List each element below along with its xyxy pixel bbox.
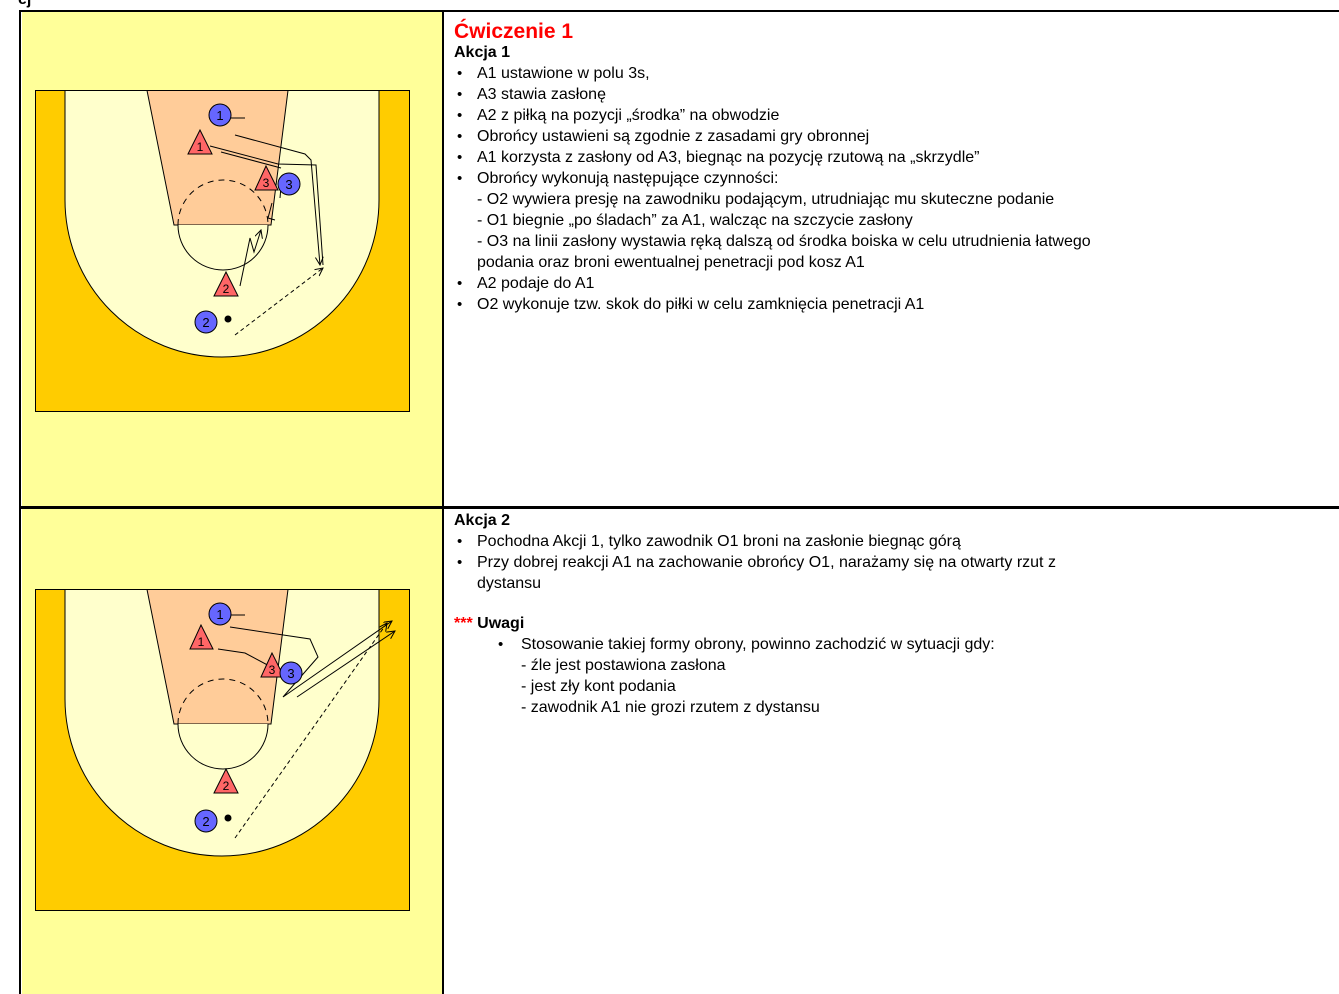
- defender-1: 1: [189, 623, 214, 650]
- movement-o3: [267, 202, 276, 221]
- free-throw-circle-dashed: [177, 179, 269, 226]
- svg-text:3: 3: [269, 663, 276, 677]
- ball: [224, 315, 232, 323]
- notes-list: Stosowanie takiej formy obrony, powinno …: [454, 634, 1056, 655]
- list-item: A3 stawia zasłonę: [454, 84, 1091, 105]
- action2-heading: Akcja 2: [454, 512, 511, 529]
- defender-3: 3: [260, 651, 285, 678]
- notes-sub-item: - jest zły kont podania: [521, 678, 676, 695]
- movement-a1-b: [296, 631, 395, 698]
- svg-text:2: 2: [202, 315, 209, 330]
- free-throw-circle: [177, 723, 269, 770]
- sub-item: - O3 na linii zasłony wystawia ręką dals…: [477, 233, 1091, 250]
- table-border-row: [19, 506, 1339, 509]
- svg-text:1: 1: [216, 108, 223, 123]
- defender-2: 2: [213, 767, 239, 794]
- table-border-left: [19, 10, 21, 994]
- svg-text:1: 1: [216, 607, 223, 622]
- defender-2: 2: [213, 270, 239, 297]
- defender-1: 1: [187, 128, 213, 155]
- svg-text:2: 2: [223, 282, 230, 296]
- attacker-2: 2: [194, 310, 218, 334]
- table-border-top: [19, 10, 1339, 12]
- diagram-cell-action2: 1 1 3 3 2 2: [22, 509, 442, 994]
- svg-text:3: 3: [263, 176, 270, 190]
- attacker-1: 1: [208, 103, 232, 127]
- list-item: Przy dobrej reakcji A1 na zachowanie obr…: [454, 552, 1056, 573]
- attacker-2: 2: [194, 809, 218, 833]
- action2-list: Pochodna Akcji 1, tylko zawodnik O1 bron…: [454, 531, 1056, 573]
- action1-heading: Akcja 1: [454, 44, 511, 61]
- court-diagram-action2: 1 1 3 3 2 2: [35, 589, 410, 911]
- cropped-top-text: ej: [0, 0, 1339, 10]
- free-throw-circle-dashed: [177, 678, 269, 725]
- list-item: Obrońcy wykonują następujące czynności:: [454, 168, 1091, 189]
- movement-o1: [220, 151, 282, 169]
- list-item: O2 wykonuje tzw. skok do piłki w celu za…: [454, 294, 1091, 315]
- action1-list-after: A2 podaje do A1 O2 wykonuje tzw. skok do…: [454, 273, 1091, 315]
- movement-a1: [229, 615, 392, 698]
- notes-sub-item: - źle jest postawiona zasłona: [521, 657, 726, 674]
- court-diagram-action1: 1 1 3 3 2 2: [35, 90, 410, 412]
- svg-text:1: 1: [198, 635, 205, 649]
- sub-item: - O2 wywiera presję na zawodniku podając…: [477, 191, 1055, 208]
- list-item-continuation: dystansu: [477, 575, 542, 592]
- notes-stars: ***: [454, 615, 473, 632]
- action1-list: A1 ustawione w polu 3s, A3 stawia zasłon…: [454, 63, 1091, 189]
- sub-item: podania oraz broni ewentualnej penetracj…: [477, 254, 865, 271]
- attacker-3: 3: [277, 172, 301, 196]
- svg-text:3: 3: [287, 666, 294, 681]
- svg-text:2: 2: [202, 814, 209, 829]
- table-border-middle: [442, 10, 444, 994]
- attacker-1: 1: [208, 602, 232, 626]
- svg-text:3: 3: [285, 177, 292, 192]
- list-item: A1 korzysta z zasłony od A3, biegnąc na …: [454, 147, 1091, 168]
- list-item: Obrońcy ustawieni są zgodnie z zasadami …: [454, 126, 1091, 147]
- list-item: A1 ustawione w polu 3s,: [454, 63, 1091, 84]
- svg-text:2: 2: [223, 779, 230, 793]
- ball: [224, 814, 232, 822]
- defender-3: 3: [254, 164, 279, 191]
- text-cell-action2: Akcja 2 Pochodna Akcji 1, tylko zawodnik…: [444, 509, 1339, 994]
- pass-line: [234, 623, 387, 839]
- text-cell-action1: Ćwiczenie 1 Akcja 1 A1 ustawione w polu …: [444, 12, 1339, 506]
- attacker-3: 3: [279, 661, 303, 685]
- movement-a1-b: [234, 134, 320, 265]
- notes-heading: *** Uwagi: [454, 614, 1056, 634]
- list-item: Pochodna Akcji 1, tylko zawodnik O1 bron…: [454, 531, 1056, 552]
- movement-a1: [209, 117, 324, 266]
- list-item: Stosowanie takiej formy obrony, powinno …: [454, 634, 1056, 655]
- exercise-title: Ćwiczenie 1: [454, 20, 574, 43]
- list-item: A2 z piłką na pozycji „środka” na obwodz…: [454, 105, 1091, 126]
- notes-sub-item: - zawodnik A1 nie grozi rzutem z dystans…: [521, 699, 820, 716]
- list-item: A2 podaje do A1: [454, 273, 1091, 294]
- notes-title: Uwagi: [477, 615, 525, 632]
- svg-text:1: 1: [197, 140, 204, 154]
- sub-item: - O1 biegnie „po śladach” za A1, walcząc…: [477, 212, 913, 229]
- diagram-cell-action1: 1 1 3 3 2 2: [22, 12, 442, 506]
- movement-o2: [239, 230, 261, 287]
- pass-line: [234, 268, 323, 336]
- movement-o1: [217, 648, 276, 670]
